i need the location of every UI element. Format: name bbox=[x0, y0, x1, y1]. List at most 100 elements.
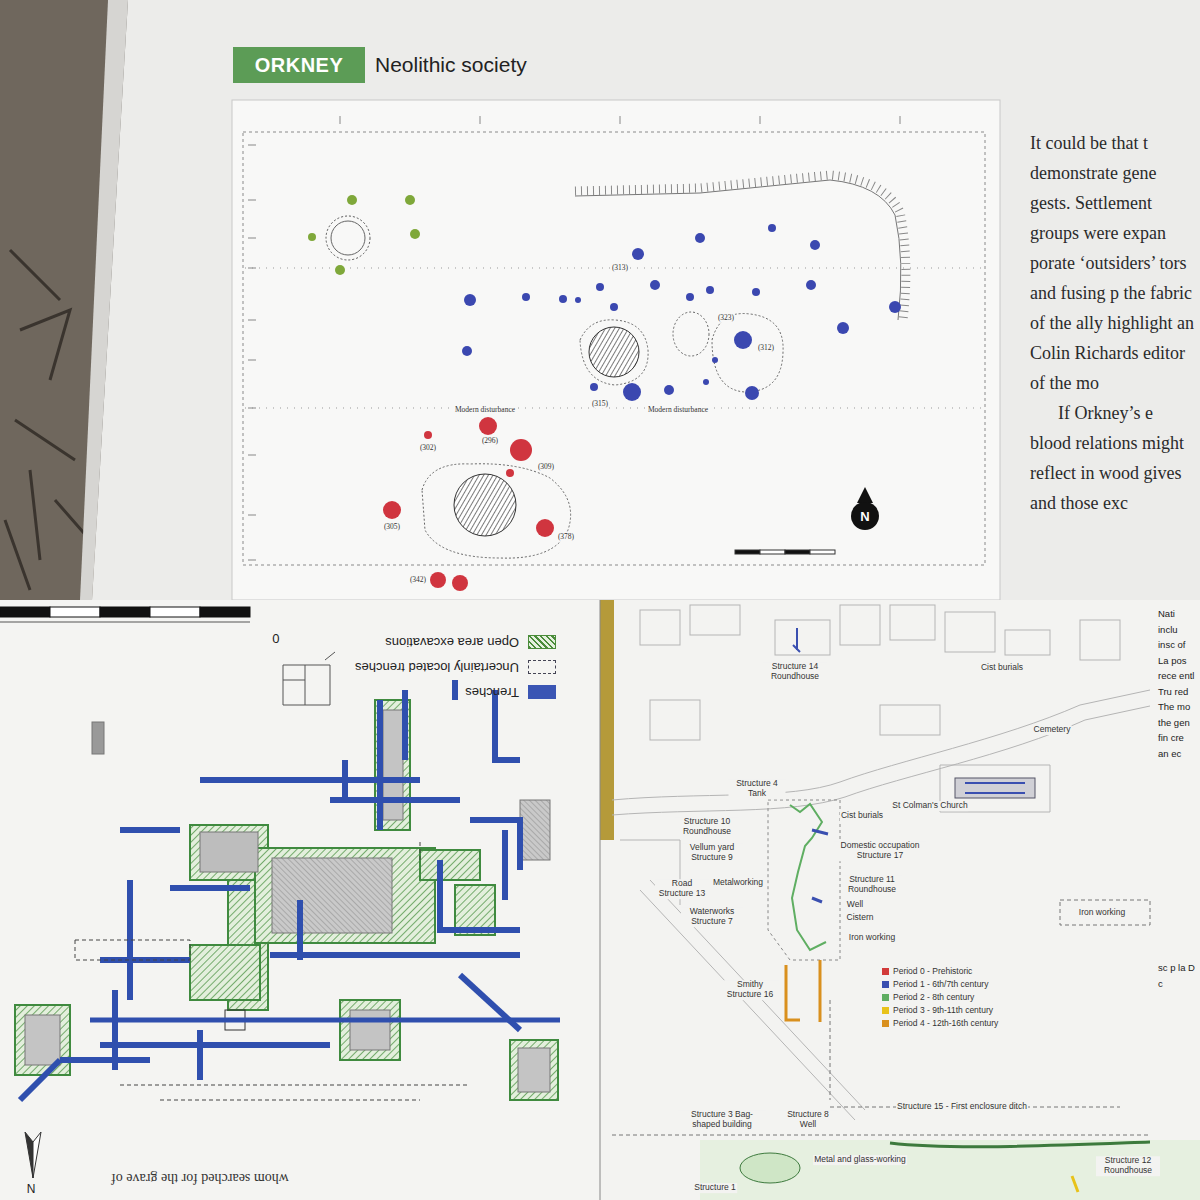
trenches bbox=[377, 700, 383, 830]
postholes-blue bbox=[695, 233, 705, 243]
green-strip bbox=[1072, 1176, 1078, 1192]
map-label: Road Structure 13 bbox=[655, 879, 709, 899]
map-label: Structure 8 Well bbox=[780, 1110, 837, 1130]
postholes-blue bbox=[590, 383, 598, 391]
uncertain-trenches bbox=[75, 840, 470, 1100]
map-label: Cemetery bbox=[1033, 725, 1072, 735]
book-page-rotated bbox=[283, 652, 335, 705]
feature-number: (305) bbox=[383, 523, 401, 532]
trenches bbox=[502, 830, 508, 900]
table-background bbox=[0, 0, 1200, 600]
book-page-rotated bbox=[150, 607, 200, 617]
buildings bbox=[518, 1048, 550, 1092]
buildings bbox=[200, 832, 258, 872]
church-plan bbox=[965, 783, 1025, 793]
excavation-areas bbox=[340, 1000, 400, 1060]
map-note: Modern disturbance bbox=[454, 406, 516, 415]
legend-text: Period 0 - Prehistoric bbox=[893, 967, 972, 977]
trenches bbox=[297, 900, 303, 960]
north-arrow bbox=[851, 502, 879, 530]
postholes-blue bbox=[806, 280, 816, 290]
base-map bbox=[612, 706, 1150, 815]
legend-swatch bbox=[528, 635, 556, 649]
postholes-blue bbox=[623, 383, 641, 401]
feature-number: (312) bbox=[757, 344, 775, 353]
buildings bbox=[92, 722, 104, 754]
running-head: Neolithic society bbox=[375, 53, 527, 77]
buildings bbox=[25, 1015, 60, 1065]
map-label: Structure 15 - First enclosure ditch bbox=[896, 1102, 1028, 1112]
church-plan bbox=[955, 778, 1035, 798]
legend-text: Open area excavations bbox=[385, 635, 519, 650]
body-text: whom searched for the grave of bbox=[111, 1170, 289, 1186]
trenches bbox=[197, 1030, 203, 1080]
postholes-blue bbox=[464, 294, 476, 306]
band-label: ORKNEY bbox=[255, 54, 344, 77]
map-label: Iron working bbox=[1078, 908, 1126, 918]
book-page bbox=[80, 0, 1200, 600]
excavated-features bbox=[612, 628, 1150, 1135]
hachured-bank bbox=[575, 175, 906, 320]
map-label: Domestic occupation Structure 17 bbox=[834, 841, 926, 861]
postholes-blue bbox=[559, 295, 567, 303]
map-label: Structure 12 Roundhouse bbox=[1096, 1156, 1160, 1176]
north-arrow bbox=[25, 1132, 33, 1178]
map-label: Structure 14 Roundhouse bbox=[763, 662, 827, 682]
postholes-blue bbox=[575, 297, 581, 303]
trenches bbox=[470, 820, 520, 870]
body-text: sc p la D c bbox=[1158, 960, 1196, 991]
green-strip bbox=[700, 1140, 1200, 1200]
map-label: Cist burials bbox=[980, 663, 1024, 673]
trenches bbox=[270, 952, 520, 958]
legend-text: Period 4 - 12th-16th century bbox=[893, 1019, 998, 1029]
postholes-red bbox=[383, 417, 554, 591]
legend-text: Trenches bbox=[465, 685, 519, 700]
postholes-green bbox=[308, 233, 316, 241]
postholes-blue bbox=[837, 322, 849, 334]
map-label: Structure 1 bbox=[693, 1183, 737, 1193]
feature-number: (342) bbox=[409, 576, 427, 585]
postholes-blue bbox=[703, 379, 709, 385]
hachured-bank bbox=[575, 175, 906, 320]
postholes-blue bbox=[522, 293, 530, 301]
uncertain-trenches bbox=[120, 840, 470, 1100]
pit-features bbox=[422, 464, 571, 558]
base-map bbox=[612, 690, 1150, 800]
legend-text: Period 2 - 8th century bbox=[893, 993, 974, 1003]
postholes-blue bbox=[462, 346, 472, 356]
book-page bbox=[600, 600, 1200, 1200]
map-label: Iron working bbox=[848, 933, 896, 943]
map-label: Structure 3 Bag-shaped building bbox=[679, 1110, 766, 1130]
book-page-rotated bbox=[100, 607, 150, 617]
postholes-blue bbox=[745, 386, 759, 400]
postholes-green bbox=[410, 229, 420, 239]
book-page-rotated bbox=[50, 607, 100, 617]
pit-features bbox=[326, 216, 783, 558]
pit-features bbox=[331, 221, 365, 255]
excavation-areas bbox=[420, 850, 480, 880]
postholes-blue bbox=[664, 385, 674, 395]
base-map bbox=[690, 605, 740, 635]
pit-features bbox=[673, 312, 709, 356]
north-arrow bbox=[25, 1132, 41, 1178]
north-letter: N bbox=[860, 510, 869, 525]
map-note: Modern disturbance bbox=[647, 406, 709, 415]
book-page bbox=[92, 0, 1200, 600]
excavation-areas bbox=[15, 1005, 70, 1075]
postholes-green bbox=[335, 265, 345, 275]
base-map bbox=[880, 705, 940, 735]
map-label: Metal and glass-working bbox=[813, 1155, 907, 1165]
pit-features bbox=[580, 320, 648, 385]
map-label: Waterworks Structure 7 bbox=[681, 907, 743, 927]
trenches bbox=[100, 1042, 330, 1048]
postholes-red bbox=[536, 519, 554, 537]
map-label: Structure 4 Tank bbox=[729, 779, 786, 799]
legend-swatch bbox=[882, 968, 889, 975]
postholes-red bbox=[430, 572, 446, 588]
buildings bbox=[272, 858, 392, 933]
postholes-blue bbox=[610, 303, 618, 311]
legend-swatch bbox=[882, 994, 889, 1001]
feature-number: (323) bbox=[717, 314, 735, 323]
trenches bbox=[452, 680, 458, 700]
